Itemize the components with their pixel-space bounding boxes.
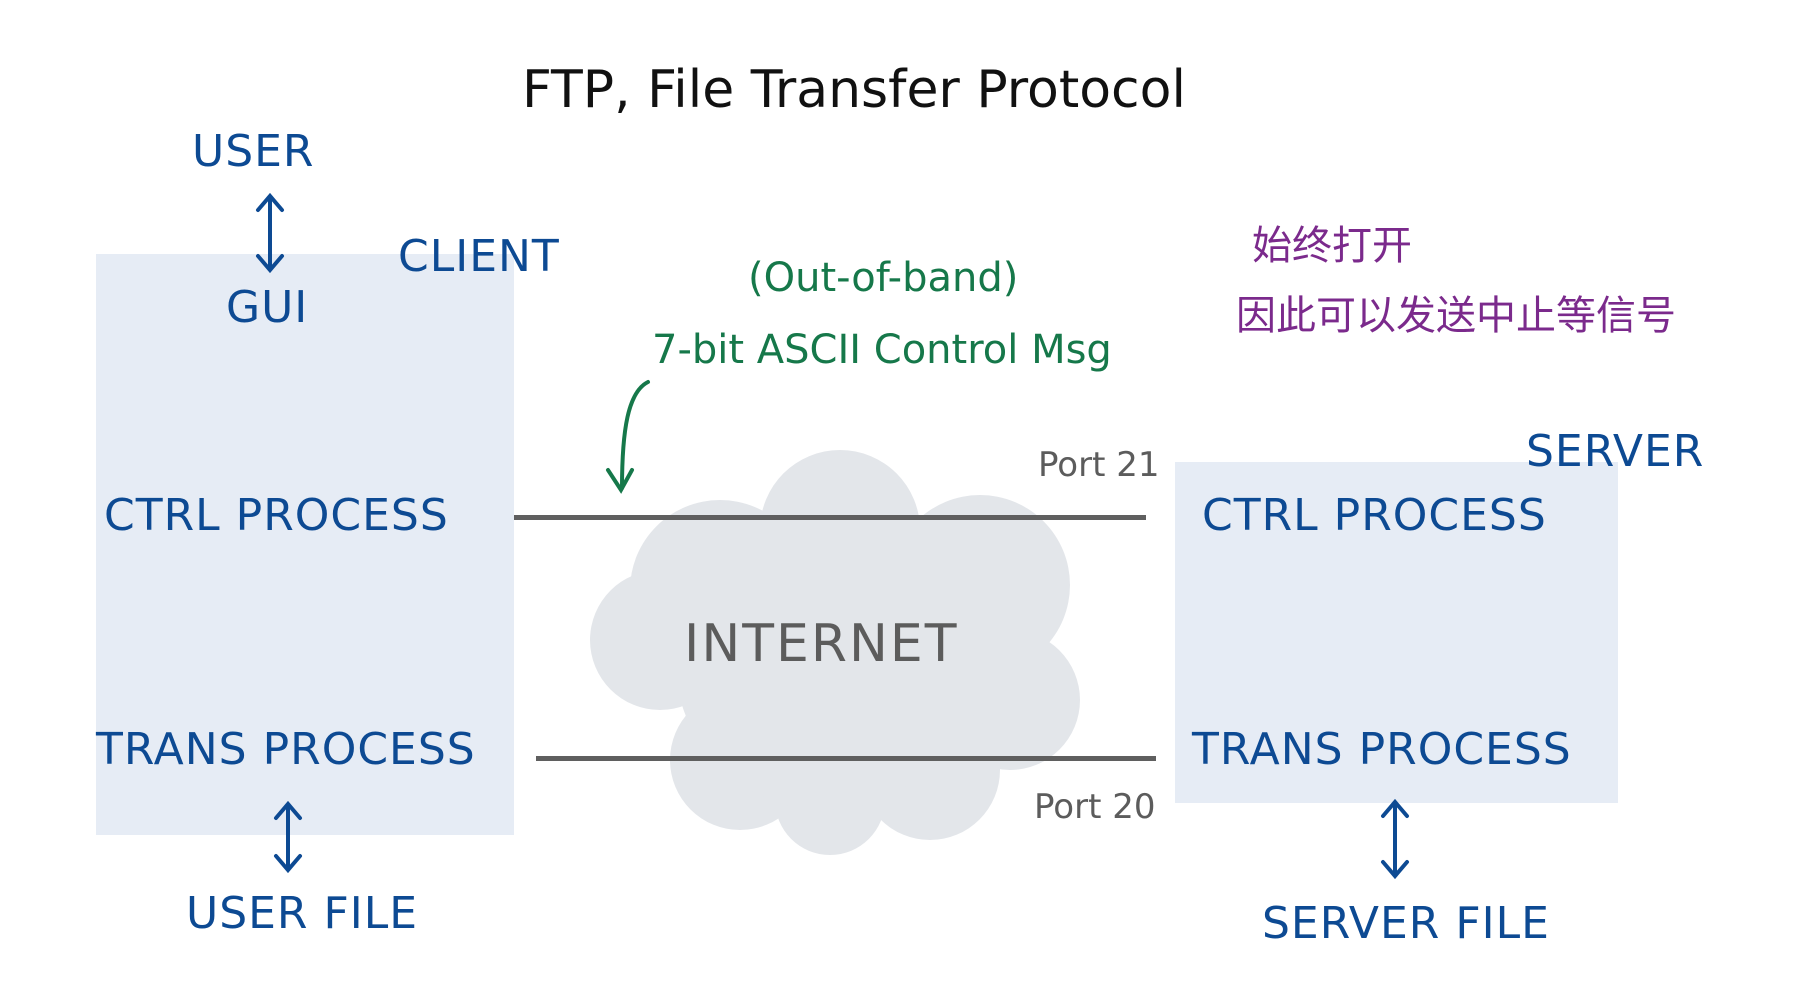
port-20-label: Port 20 bbox=[1034, 787, 1156, 827]
user-file-label: USER FILE bbox=[186, 888, 419, 939]
port-21-label: Port 21 bbox=[1038, 445, 1160, 485]
user-label: USER bbox=[192, 126, 315, 177]
client-box bbox=[96, 254, 514, 835]
gui-label: GUI bbox=[226, 282, 309, 333]
server-label: SERVER bbox=[1526, 426, 1705, 477]
client-file-arrow bbox=[274, 800, 302, 874]
internet-cloud bbox=[590, 450, 1080, 855]
always-open-note: 始终打开 bbox=[1252, 223, 1412, 269]
control-connection-line bbox=[514, 515, 1146, 520]
server-box bbox=[1175, 462, 1618, 803]
control-annotation-arrow bbox=[606, 380, 650, 494]
server-ctrl-process: CTRL PROCESS bbox=[1202, 490, 1547, 541]
client-ctrl-process: CTRL PROCESS bbox=[104, 490, 449, 541]
diagram-title: FTP, File Transfer Protocol bbox=[522, 60, 1186, 120]
client-trans-process: TRANS PROCESS bbox=[96, 724, 476, 775]
server-file-arrow bbox=[1381, 798, 1409, 880]
internet-label: INTERNET bbox=[684, 614, 959, 674]
ascii-control-msg-label: 7-bit ASCII Control Msg bbox=[652, 327, 1112, 373]
server-trans-process: TRANS PROCESS bbox=[1192, 724, 1572, 775]
user-gui-arrow bbox=[256, 192, 284, 274]
abort-signal-note: 因此可以发送中止等信号 bbox=[1236, 293, 1676, 339]
data-connection-line bbox=[536, 756, 1156, 761]
client-label: CLIENT bbox=[398, 231, 560, 282]
server-file-label: SERVER FILE bbox=[1262, 898, 1550, 949]
out-of-band-label: (Out-of-band) bbox=[748, 255, 1019, 301]
